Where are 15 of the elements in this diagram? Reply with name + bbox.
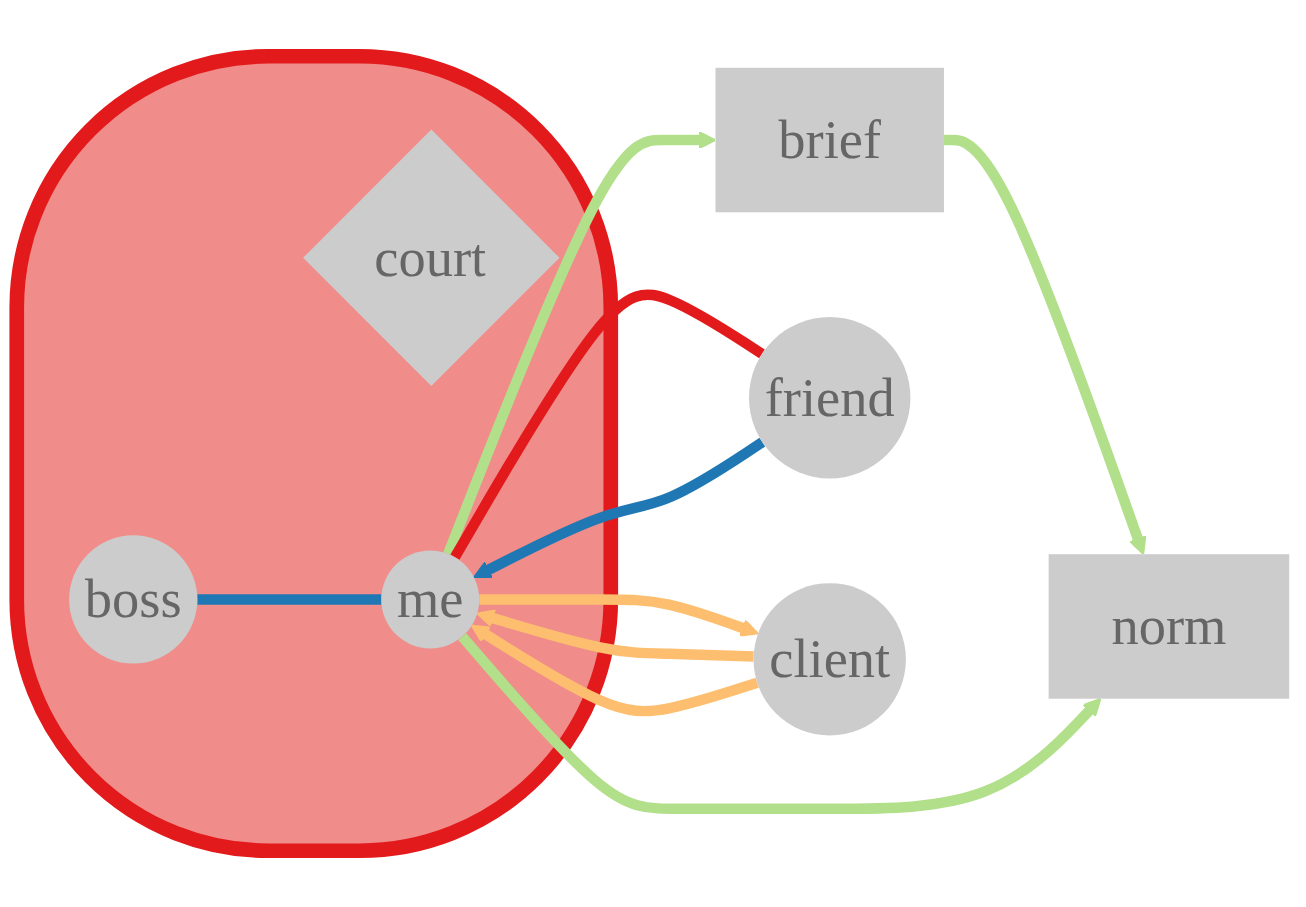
node-circle: boss bbox=[69, 535, 198, 664]
connector bbox=[450, 289, 765, 560]
connector bbox=[197, 594, 382, 605]
node-box: brief bbox=[715, 67, 944, 213]
arrow bbox=[470, 624, 759, 717]
node-circle: friend bbox=[749, 317, 911, 479]
node-circle: client bbox=[753, 583, 906, 736]
arrow bbox=[479, 594, 759, 637]
arrow bbox=[473, 437, 766, 579]
node-diamond: court bbox=[303, 129, 560, 386]
arrow bbox=[458, 633, 1102, 815]
arrow bbox=[476, 609, 754, 662]
node-circle: me bbox=[381, 550, 480, 649]
arrow bbox=[443, 130, 717, 556]
node-box: norm bbox=[1048, 554, 1290, 699]
